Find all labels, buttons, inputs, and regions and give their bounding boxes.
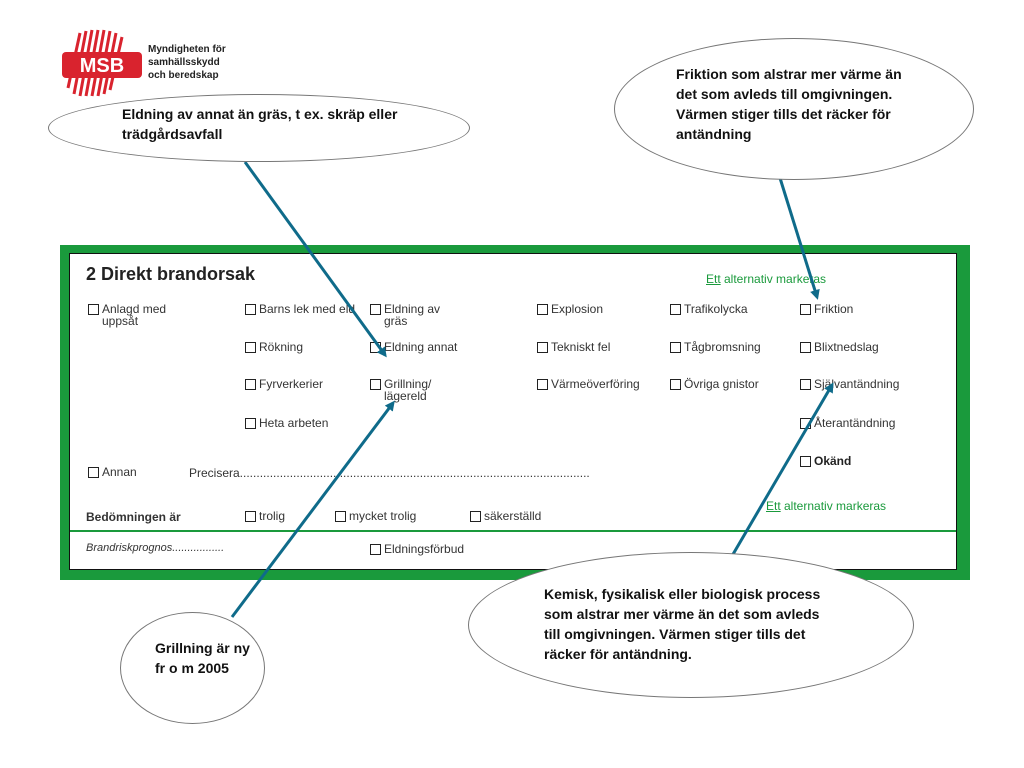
callout-grillning-text: Grillning är ny fr o m 2005 bbox=[155, 640, 250, 676]
callout-eldning-annat bbox=[48, 94, 470, 162]
checkbox-box[interactable] bbox=[537, 379, 548, 390]
checkbox-grillning[interactable]: Grillning/ lägereld bbox=[370, 378, 454, 402]
checkbox-varmeoverforing[interactable]: Värmeöverföring bbox=[537, 378, 640, 390]
form-title: 2 Direkt brandorsak bbox=[86, 264, 256, 284]
checkbox-heta-arbeten[interactable]: Heta arbeten bbox=[245, 417, 328, 429]
msb-logo-icon: MSB bbox=[62, 29, 142, 97]
checkbox-box[interactable] bbox=[245, 418, 256, 429]
checkbox-box[interactable] bbox=[470, 511, 481, 522]
checkbox-box[interactable] bbox=[800, 456, 811, 467]
checkbox-box[interactable] bbox=[370, 379, 381, 390]
checkbox-ovriga-gnistor[interactable]: Övriga gnistor bbox=[670, 378, 759, 390]
checkbox-rokning[interactable]: Rökning bbox=[245, 341, 303, 353]
note-top: Ett alternativ markeras bbox=[706, 272, 827, 286]
checkbox-box[interactable] bbox=[800, 304, 811, 315]
checkbox-box[interactable] bbox=[670, 304, 681, 315]
checkbox-box[interactable] bbox=[245, 304, 256, 315]
form-divider bbox=[70, 530, 956, 532]
checkbox-trafikolycka[interactable]: Trafikolycka bbox=[670, 303, 748, 315]
arrow-sjalvantandning bbox=[730, 382, 834, 557]
checkbox-anlagd[interactable]: Anlagd med uppsåt bbox=[88, 303, 202, 327]
callout-grillning bbox=[120, 612, 265, 724]
checkbox-box[interactable] bbox=[800, 342, 811, 353]
checkbox-eldning-gras[interactable]: Eldning av gräs bbox=[370, 303, 464, 327]
checkbox-trolig[interactable]: trolig bbox=[245, 510, 285, 522]
arrow-grillning bbox=[230, 400, 395, 618]
checkbox-box[interactable] bbox=[537, 304, 548, 315]
callout-friktion-text: Friktion som alstrar mer värme än det so… bbox=[676, 66, 902, 142]
checkbox-friktion[interactable]: Friktion bbox=[800, 303, 853, 315]
checkbox-annan[interactable]: Annan bbox=[88, 466, 137, 478]
checkbox-box[interactable] bbox=[88, 304, 99, 315]
callout-friktion bbox=[614, 38, 974, 180]
brandriskprognos-field[interactable]: Brandriskprognos................. bbox=[86, 542, 225, 554]
checkbox-box[interactable] bbox=[800, 379, 811, 390]
arrow-friktion bbox=[778, 177, 820, 300]
callout-eldning-annat-text: Eldning av annat än gräs, t ex. skräp el… bbox=[122, 106, 398, 142]
checkbox-fyrverkerier[interactable]: Fyrverkerier bbox=[245, 378, 323, 390]
checkbox-barns-lek[interactable]: Barns lek med eld bbox=[245, 303, 359, 315]
checkbox-box[interactable] bbox=[370, 544, 381, 555]
checkbox-box[interactable] bbox=[670, 342, 681, 353]
checkbox-okand[interactable]: Okänd bbox=[800, 455, 851, 467]
checkbox-box[interactable] bbox=[245, 342, 256, 353]
checkbox-box[interactable] bbox=[245, 379, 256, 390]
bedomning-label: Bedömningen är bbox=[86, 510, 181, 524]
note-bottom: Ett alternativ markeras bbox=[766, 499, 887, 513]
arrow-eldning-annat bbox=[243, 161, 387, 358]
checkbox-box[interactable] bbox=[88, 467, 99, 478]
checkbox-tagbromsning[interactable]: Tågbromsning bbox=[670, 341, 761, 353]
checkbox-box[interactable] bbox=[335, 511, 346, 522]
checkbox-mycket-trolig[interactable]: mycket trolig bbox=[335, 510, 416, 522]
org-name-line-1: Myndigheten för bbox=[148, 44, 226, 55]
checkbox-eldningsforbud[interactable]: Eldningsförbud bbox=[370, 543, 464, 555]
checkbox-blixtnedslag[interactable]: Blixtnedslag bbox=[800, 341, 879, 353]
org-name-line-3: och beredskap bbox=[148, 70, 219, 81]
callout-sjalvantandning-text: Kemisk, fysikalisk eller biologisk proce… bbox=[544, 586, 821, 662]
precisera-field[interactable]: Precisera...............................… bbox=[189, 466, 590, 480]
logo-initials: MSB bbox=[80, 55, 124, 77]
checkbox-sjalvantandning[interactable]: Självantändning bbox=[800, 378, 899, 390]
checkbox-tekniskt-fel[interactable]: Tekniskt fel bbox=[537, 341, 610, 353]
callout-sjalvantandning bbox=[468, 552, 914, 698]
checkbox-box[interactable] bbox=[245, 511, 256, 522]
checkbox-sakerstalld[interactable]: säkerställd bbox=[470, 510, 541, 522]
checkbox-explosion[interactable]: Explosion bbox=[537, 303, 603, 315]
checkbox-box[interactable] bbox=[537, 342, 548, 353]
msb-logo: MSB Myndigheten för samhällsskydd och be… bbox=[60, 28, 260, 98]
checkbox-box[interactable] bbox=[670, 379, 681, 390]
org-name-line-2: samhällsskydd bbox=[148, 57, 220, 68]
checkbox-box[interactable] bbox=[370, 304, 381, 315]
